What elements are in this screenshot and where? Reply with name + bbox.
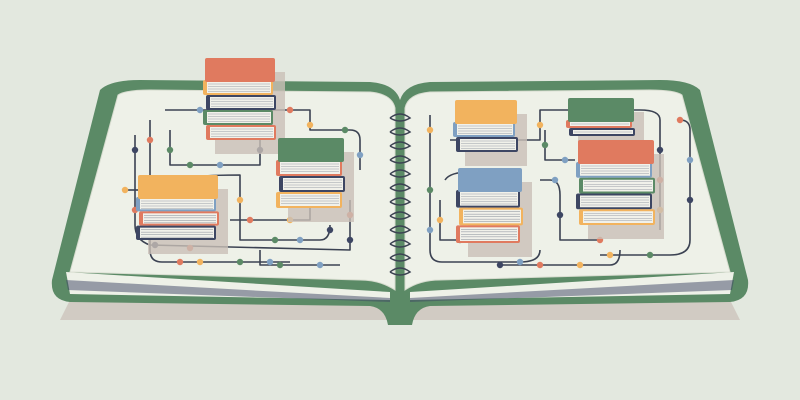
- circuit-node: [316, 261, 324, 269]
- circuit-node: [496, 261, 504, 269]
- circuit-node: [236, 258, 244, 266]
- spiral-ring: [389, 155, 412, 164]
- circuit-node: [286, 106, 294, 114]
- spiral-ring: [389, 127, 412, 136]
- circuit-node: [166, 146, 174, 154]
- book-stack: [203, 58, 285, 154]
- book-top-cover: [455, 100, 517, 124]
- book-pages: [280, 162, 340, 174]
- circuit-node: [656, 146, 664, 154]
- circuit-node: [271, 236, 279, 244]
- book-pages: [583, 211, 653, 223]
- spiral-ring: [389, 267, 412, 276]
- spiral-ring: [389, 225, 412, 234]
- book-pages: [580, 164, 650, 176]
- circuit-node: [576, 261, 584, 269]
- circuit-node: [686, 156, 694, 164]
- spiral-ring: [389, 197, 412, 206]
- circuit-node: [686, 196, 694, 204]
- page-edges: [66, 272, 734, 302]
- spiral-ring: [389, 253, 412, 262]
- circuit-node: [536, 261, 544, 269]
- book-pages: [207, 112, 271, 123]
- circuit-node: [296, 236, 304, 244]
- circuit-node: [426, 186, 434, 194]
- circuit-node: [146, 136, 154, 144]
- book-pages: [140, 199, 214, 210]
- book-stack: [276, 138, 354, 222]
- book-pages: [210, 97, 274, 108]
- book-top-cover: [458, 168, 522, 192]
- book-pages: [457, 124, 513, 135]
- spiral-ring: [389, 169, 412, 178]
- book-pages: [283, 178, 343, 190]
- spiral-binding: [389, 113, 412, 276]
- circuit-node: [551, 176, 559, 184]
- circuit-node: [606, 251, 614, 259]
- circuit-node: [306, 121, 314, 129]
- circuit-node: [341, 126, 349, 134]
- circuit-node: [561, 156, 569, 164]
- circuit-node: [276, 261, 284, 269]
- circuit-node: [676, 116, 684, 124]
- book-stack: [453, 100, 527, 166]
- circuit-node: [266, 258, 274, 266]
- circuit-node: [131, 146, 139, 154]
- circuit-node: [536, 121, 544, 129]
- book-pages: [207, 82, 271, 93]
- book-pages: [460, 139, 516, 150]
- book-top-cover: [578, 140, 654, 164]
- circuit-node: [426, 126, 434, 134]
- spiral-ring: [389, 211, 412, 220]
- book-pages: [280, 194, 340, 206]
- book-stack: [576, 140, 664, 239]
- circuit-node: [556, 211, 564, 219]
- circuit-node: [516, 258, 524, 266]
- circuit-node: [326, 226, 334, 234]
- spiral-ring: [389, 239, 412, 248]
- book-top-cover: [205, 58, 275, 82]
- circuit-node: [541, 141, 549, 149]
- book-top-cover: [138, 175, 218, 199]
- book-top-cover: [568, 98, 634, 122]
- book-pages: [580, 195, 650, 208]
- book-stack: [456, 168, 532, 257]
- circuit-node: [176, 258, 184, 266]
- circuit-node: [356, 151, 364, 159]
- book-pages: [140, 227, 214, 238]
- spiral-ring: [389, 113, 412, 122]
- spiral-ring: [389, 141, 412, 150]
- circuit-node: [646, 251, 654, 259]
- circuit-node: [196, 258, 204, 266]
- circuit-node: [246, 216, 254, 224]
- book-top-cover: [278, 138, 344, 162]
- circuit-node: [426, 226, 434, 234]
- circuit-node: [236, 196, 244, 204]
- book-pages: [143, 213, 217, 224]
- book-pages: [210, 127, 274, 138]
- circuit-node: [186, 161, 194, 169]
- book-stack: [136, 175, 228, 254]
- circuit-node: [216, 161, 224, 169]
- book-pages: [583, 179, 653, 192]
- circuit-node: [121, 186, 129, 194]
- circuit-node: [346, 236, 354, 244]
- circuit-node: [196, 106, 204, 114]
- circuit-node: [436, 216, 444, 224]
- book-stacks: [136, 58, 664, 257]
- spiral-ring: [389, 183, 412, 192]
